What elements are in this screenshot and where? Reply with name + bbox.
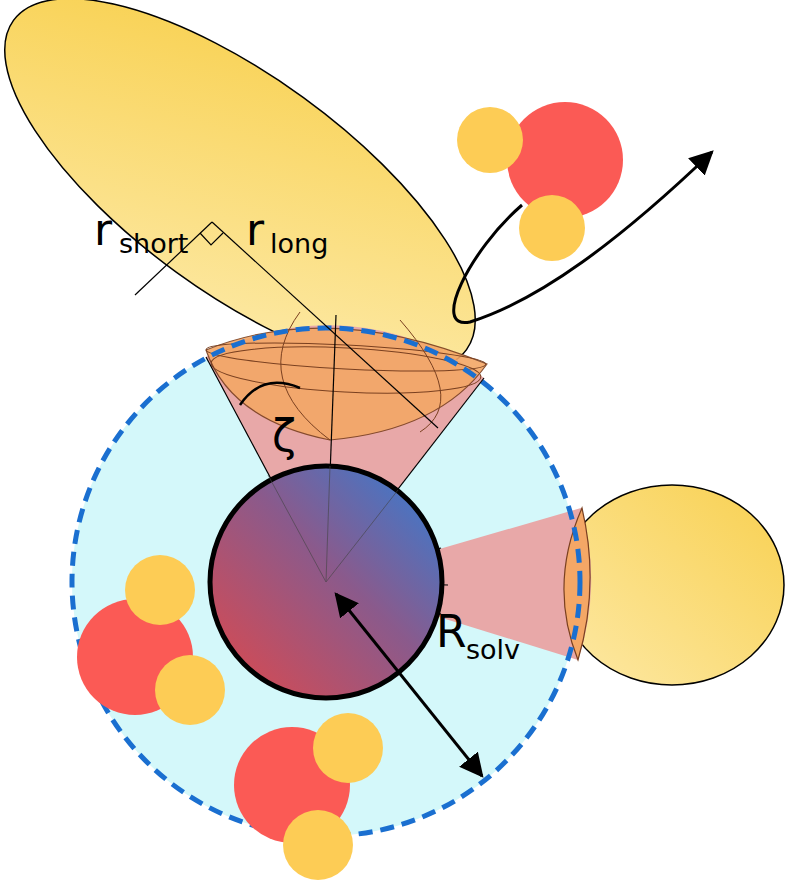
solute <box>210 466 442 698</box>
angle-arc <box>240 383 300 405</box>
water-molecule <box>457 102 623 261</box>
angle-label: ζ <box>272 414 296 458</box>
cap-grid <box>400 320 441 432</box>
round-ellipsoid <box>560 485 784 685</box>
label-symbol: r <box>94 208 112 252</box>
label-symbol: R <box>436 610 467 654</box>
label-subscript: short <box>119 230 188 257</box>
label-subscript: long <box>270 230 328 257</box>
cap-grid <box>210 341 482 399</box>
core-lines <box>268 466 398 582</box>
motion-arrow <box>454 152 712 323</box>
label-subscript: solv <box>466 636 520 663</box>
shell-border <box>72 328 580 836</box>
water-molecule <box>77 555 225 725</box>
label-symbol: r <box>246 208 264 252</box>
water-molecule <box>234 713 383 880</box>
